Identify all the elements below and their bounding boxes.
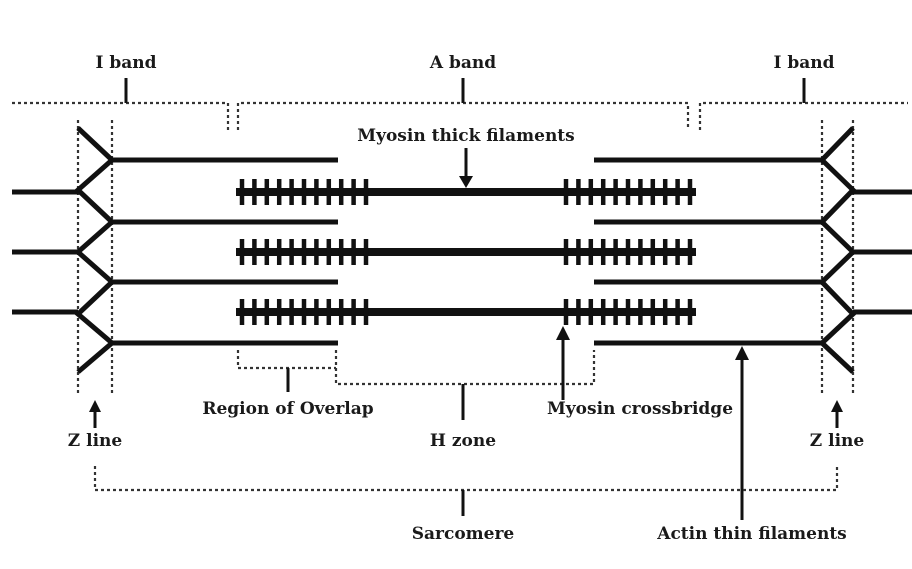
label-actin-thin-filaments: Actin thin filaments (656, 524, 847, 544)
z-line-guides (76, 120, 855, 395)
myosin-thick-filaments (236, 188, 696, 316)
overlap-h-brackets (236, 350, 596, 420)
label-region-of-overlap: Region of Overlap (202, 399, 373, 419)
label-i-band-left: I band (95, 53, 156, 73)
label-myosin-crossbridge: Myosin crossbridge (547, 399, 733, 419)
label-z-line-right: Z line (810, 431, 865, 451)
label-sarcomere: Sarcomere (412, 524, 515, 544)
z-line-right (818, 126, 857, 374)
crossbridge-pointer (556, 326, 570, 400)
label-myosin-thick-filaments: Myosin thick filaments (357, 126, 574, 146)
i-band-right-bracket (698, 101, 908, 130)
z-line-pointers (89, 400, 843, 428)
myosin-thick-pointer (459, 148, 473, 188)
label-z-line-left: Z line (68, 431, 123, 451)
band-brackets (12, 78, 908, 130)
myosin-crossbridges (239, 179, 693, 325)
actin-thin-pointer (735, 346, 749, 520)
label-a-band: A band (429, 53, 496, 73)
label-h-zone: H zone (430, 431, 496, 451)
label-i-band-right: I band (773, 53, 834, 73)
z-line-left (74, 126, 116, 374)
i-band-left-bracket (12, 101, 230, 130)
actin-thin-filaments (12, 157, 912, 346)
sarcomere-bracket (93, 466, 839, 516)
